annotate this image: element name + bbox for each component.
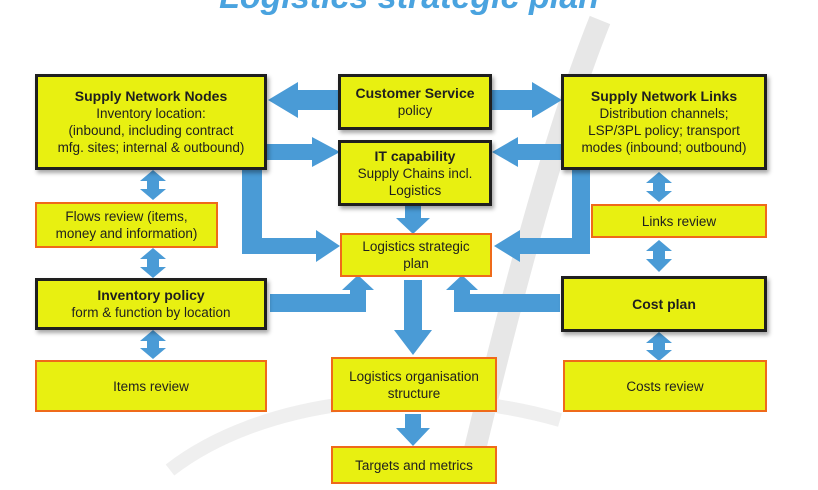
node-cost-plan: Cost plan — [561, 276, 767, 332]
double-arrow-links-linksreview — [646, 172, 672, 202]
node-text-line: modes (inbound; outbound) — [581, 140, 747, 155]
node-text-line: Logistics organisation — [349, 368, 479, 384]
node-text-line: Distribution channels; — [599, 106, 729, 121]
arrow-cs-to-nodes — [268, 82, 338, 118]
node-text-line: Supply Chains incl. — [357, 165, 473, 181]
node-targets-and-metrics: Targets and metrics — [331, 446, 497, 484]
node-text-line: policy — [397, 103, 433, 118]
arrow-plan-to-org — [394, 280, 432, 355]
node-text-line: form & function by location — [71, 305, 231, 320]
node-links-review: Links review — [591, 204, 767, 238]
node-text-line: (inbound, including contract — [68, 123, 234, 138]
arrow-links-to-it — [492, 137, 562, 167]
double-arrow-inventory-items — [140, 330, 166, 359]
arrow-nodes-to-it — [266, 137, 340, 167]
double-arrow-flows-inventory — [140, 248, 166, 278]
node-customer-service: Customer Service policy — [338, 74, 492, 130]
node-text-line: money and information) — [55, 226, 198, 241]
arrow-inventory-to-plan — [270, 275, 374, 312]
page-title: Logistics strategic plan — [0, 0, 818, 17]
arrow-cost-to-plan — [446, 275, 560, 312]
node-text-line: LSP/3PL policy; transport — [588, 123, 740, 138]
node-title: Customer Service — [355, 85, 475, 101]
node-title: IT capability — [374, 147, 456, 164]
node-inventory-policy: Inventory policy form & function by locat… — [35, 278, 267, 330]
node-text-line: mfg. sites; internal & outbound) — [57, 140, 245, 155]
node-text-line: Items review — [113, 378, 189, 394]
arrow-links-to-plan — [494, 170, 590, 262]
node-text-line: Links review — [641, 213, 717, 229]
node-text-line: Logistics — [388, 182, 442, 198]
arrow-cs-to-links — [492, 82, 562, 118]
node-flows-review: Flows review (items, money and informatio… — [35, 202, 218, 248]
arrow-org-to-targets — [396, 414, 430, 446]
node-title: Supply Network Nodes — [74, 88, 228, 104]
arrow-it-to-plan — [396, 206, 430, 234]
double-arrow-cost-costsreview — [646, 332, 672, 361]
arrow-nodes-to-plan — [242, 170, 340, 262]
node-text-line: Logistics strategic — [362, 239, 470, 254]
double-arrow-linksreview-cost — [646, 240, 672, 272]
node-title: Inventory policy — [97, 287, 205, 303]
node-text-line: Targets and metrics — [355, 457, 473, 473]
node-title: Cost plan — [632, 295, 696, 312]
node-costs-review: Costs review — [563, 360, 767, 412]
node-logistics-strategic-plan: Logistics strategic plan — [340, 233, 492, 277]
node-title: Supply Network Links — [590, 88, 738, 104]
connector-arrows — [140, 82, 672, 446]
node-items-review: Items review — [35, 360, 267, 412]
node-text-line: Inventory location: — [96, 106, 206, 121]
node-text-line: Costs review — [626, 378, 704, 394]
node-text-line: structure — [387, 385, 441, 401]
node-text-line: Flows review (items, — [65, 209, 188, 224]
node-text-line: plan — [403, 256, 429, 271]
double-arrow-nodes-flows — [140, 170, 166, 200]
